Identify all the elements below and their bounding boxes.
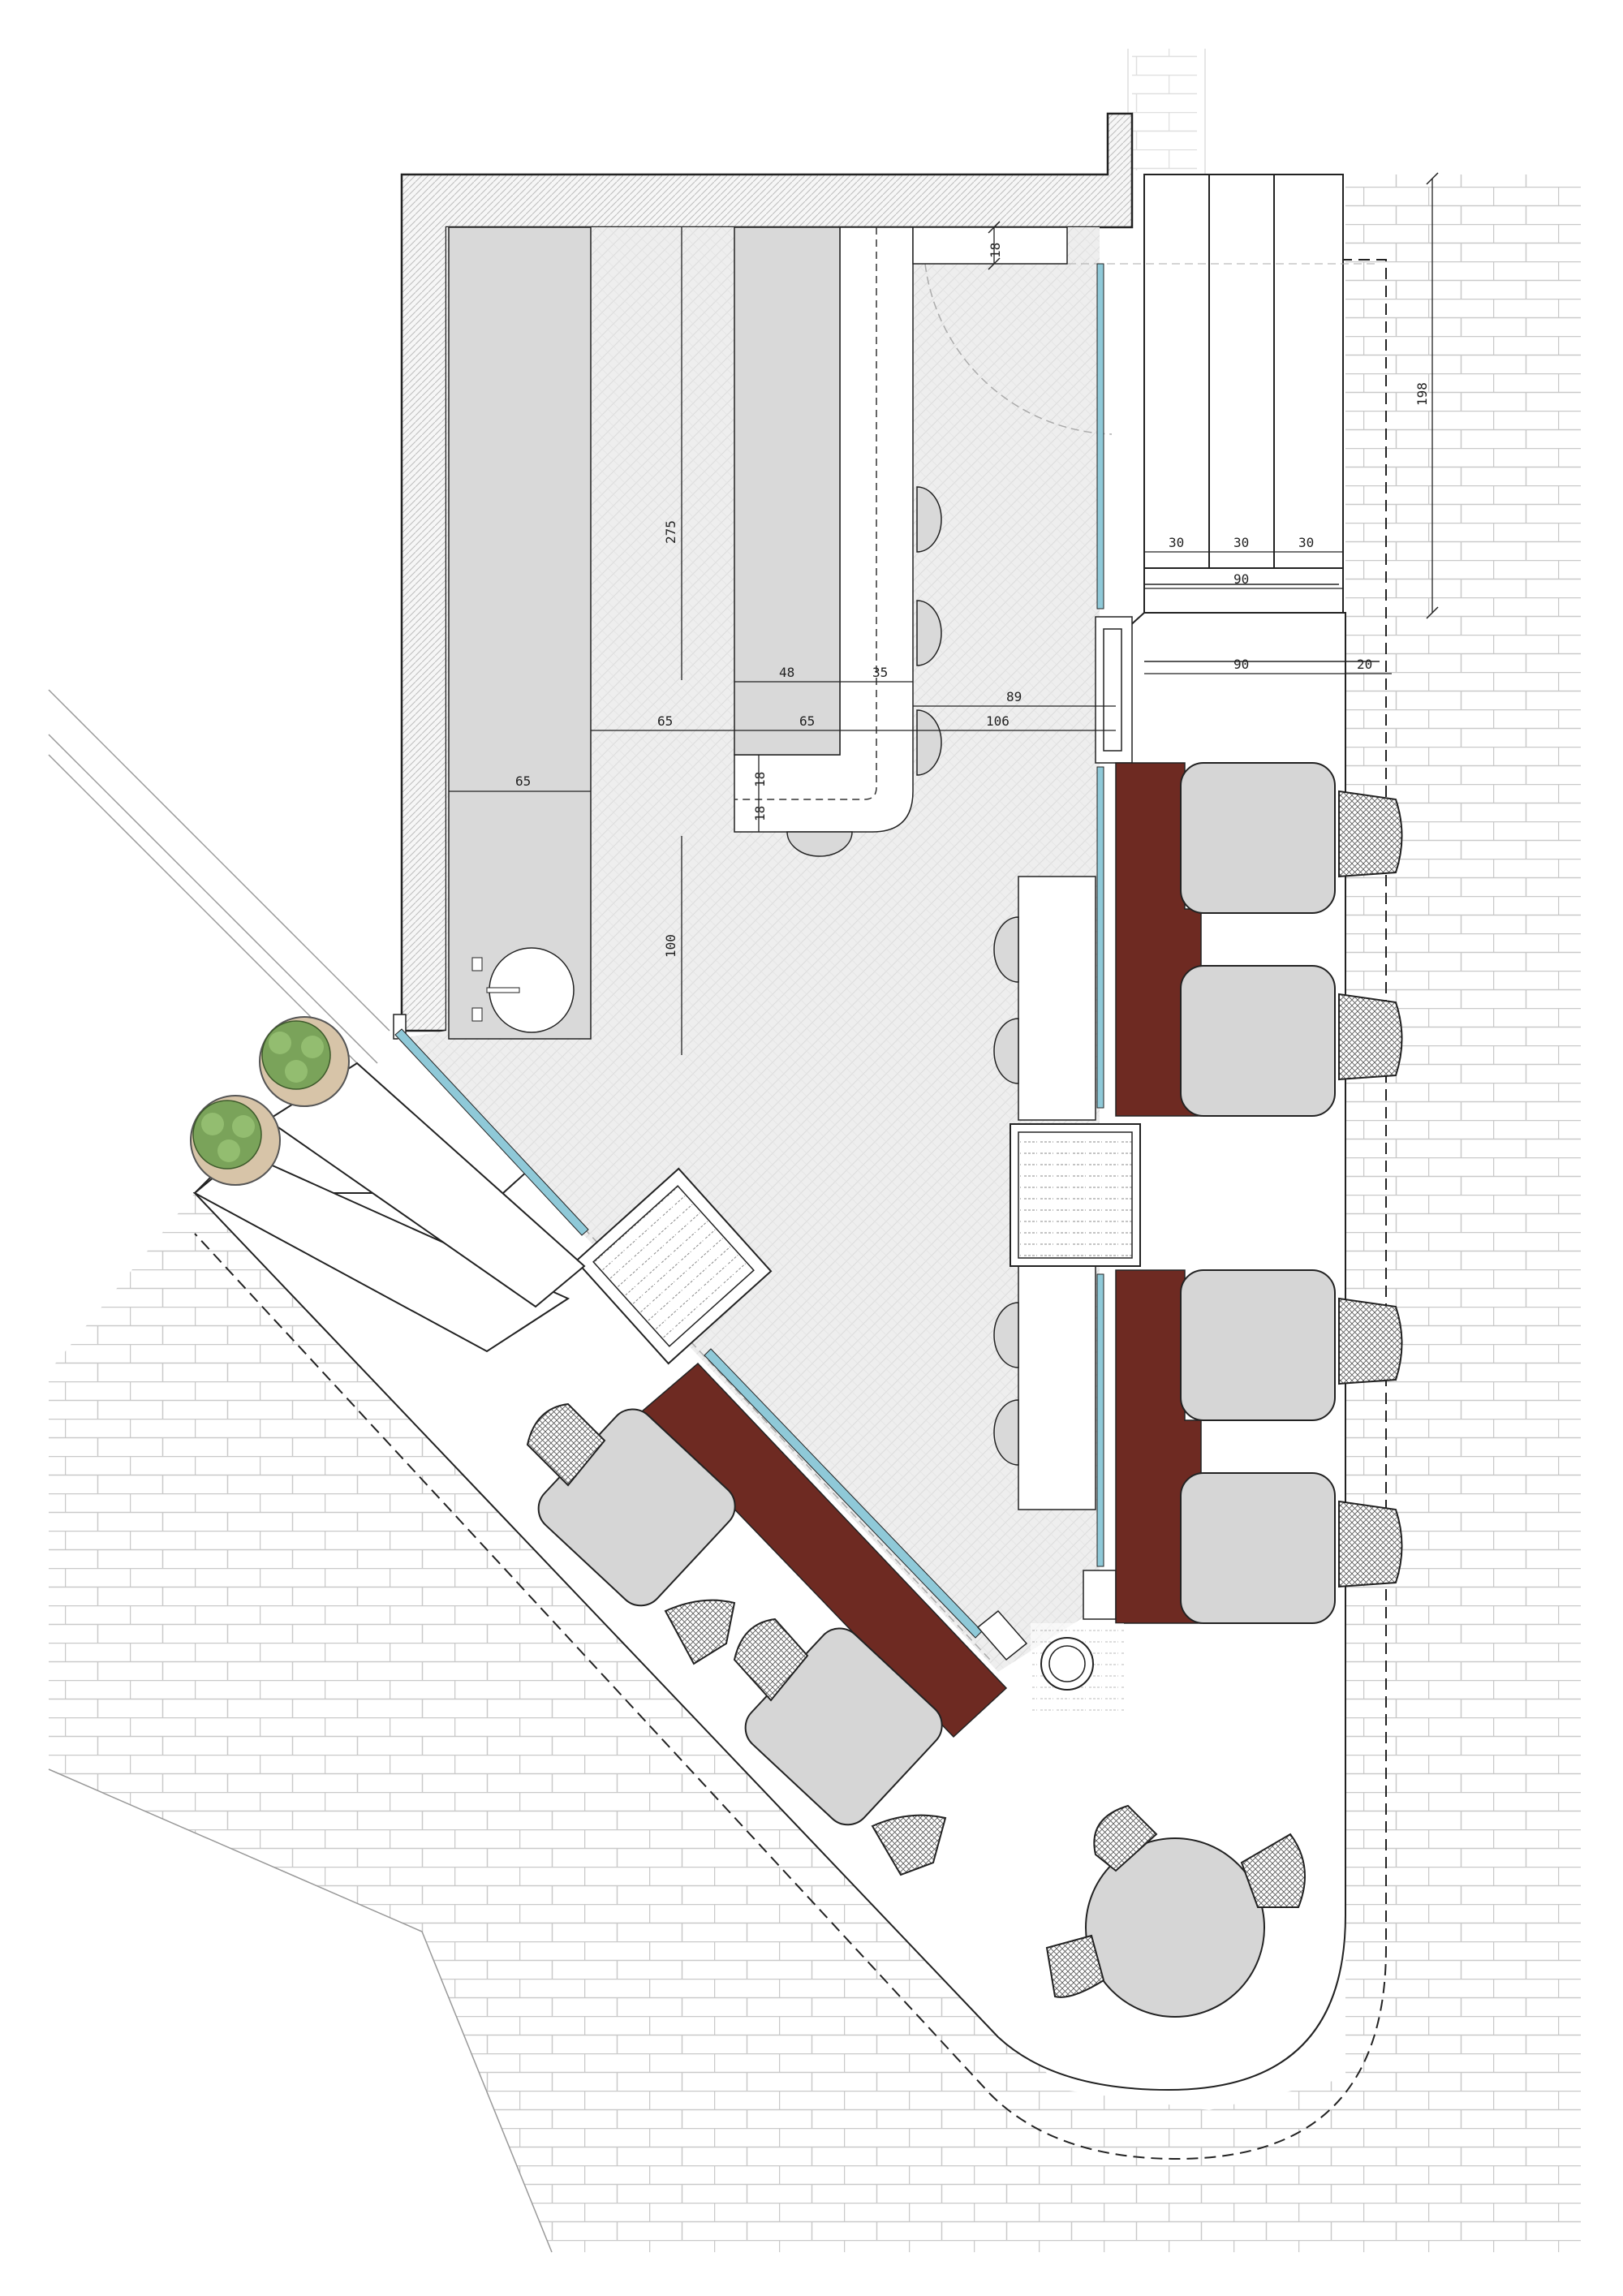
dimension-label: 65: [657, 713, 673, 729]
dimension-label: 20: [1357, 657, 1372, 672]
chair-icon: [1045, 1934, 1105, 1998]
window-counters: [993, 876, 1096, 1510]
dimension-lines: [449, 179, 1433, 1055]
dimension-label: 65: [799, 713, 815, 729]
chair-icon: [1240, 1833, 1306, 1908]
chairs: [526, 790, 1403, 1998]
dimension-label: 65: [515, 773, 531, 789]
plant-icon: [190, 1095, 281, 1186]
dimension-label: 35: [872, 665, 888, 680]
dimension-label: 275: [663, 520, 678, 544]
dimension-label: 30: [1298, 535, 1314, 550]
dimension-label: 198: [1414, 382, 1430, 406]
drain-grates: [575, 1123, 1141, 1365]
dimension-label: 30: [1233, 535, 1249, 550]
chair-icon: [1338, 1297, 1403, 1385]
bin-icon: [1031, 1623, 1124, 1721]
chair-icon: [1338, 993, 1403, 1081]
glazing: [394, 263, 1133, 1661]
dimension-label: 18: [752, 806, 768, 821]
dimension-label: 89: [1006, 689, 1022, 704]
chair-icon: [1338, 790, 1403, 878]
chair-icon: [1093, 1804, 1158, 1872]
dimension-label: 106: [986, 713, 1010, 729]
entrance-stairs: [1143, 174, 1380, 662]
dimension-label: 90: [1233, 657, 1249, 672]
chair-icon: [664, 1599, 736, 1665]
paving-area: [48, 49, 1581, 2253]
benches: [639, 762, 1202, 1738]
dimension-label: 30: [1169, 535, 1184, 550]
chair-icon: [526, 1402, 606, 1487]
back-counter: [448, 226, 592, 1040]
dimension-label: 90: [1233, 571, 1249, 587]
chair-icon: [871, 1814, 947, 1876]
bar-stools: [786, 486, 942, 857]
dimension-label: 100: [663, 934, 678, 958]
dimension-label: 18: [988, 243, 1003, 258]
chair-icon: [1338, 1500, 1403, 1588]
chair-icon: [733, 1618, 809, 1702]
dimension-label: 48: [779, 665, 794, 680]
plant-icon: [259, 1016, 350, 1107]
dimension-label: 18: [752, 772, 768, 787]
dimension-ticks: [988, 172, 1439, 619]
front-counter: [734, 226, 1068, 833]
